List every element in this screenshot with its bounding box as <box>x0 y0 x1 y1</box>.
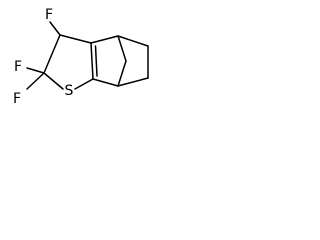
sulfur-label: S <box>65 83 74 99</box>
bond-cf2-to-f-lower <box>26 72 45 90</box>
bond-c7a-to-c3a <box>90 42 94 80</box>
bond-c4-to-c5 <box>117 35 149 47</box>
bond-c6-to-c7 <box>117 77 149 87</box>
bond-c3a-to-c7a-double <box>94 45 98 77</box>
bond-cf2-to-s <box>43 72 64 90</box>
bond-cf-to-f <box>49 21 61 36</box>
fluorine-label-left-upper: F <box>14 59 22 75</box>
bond-cf2-to-f-upper <box>26 67 45 74</box>
fluorine-label-left-lower: F <box>13 91 21 107</box>
bond-c3a-to-cf <box>59 34 92 44</box>
bond-bridge-to-c7 <box>117 60 127 87</box>
molecule-structure: F F F S <box>13 7 149 107</box>
bond-s-to-c7a <box>74 78 94 90</box>
fluorine-label-top: F <box>45 7 53 23</box>
bond-cf-to-cf2 <box>43 34 61 74</box>
bond-c7-to-c7a <box>92 78 119 87</box>
bond-c3a-to-c4 <box>90 35 119 44</box>
bond-c4-to-bridge <box>117 35 127 62</box>
